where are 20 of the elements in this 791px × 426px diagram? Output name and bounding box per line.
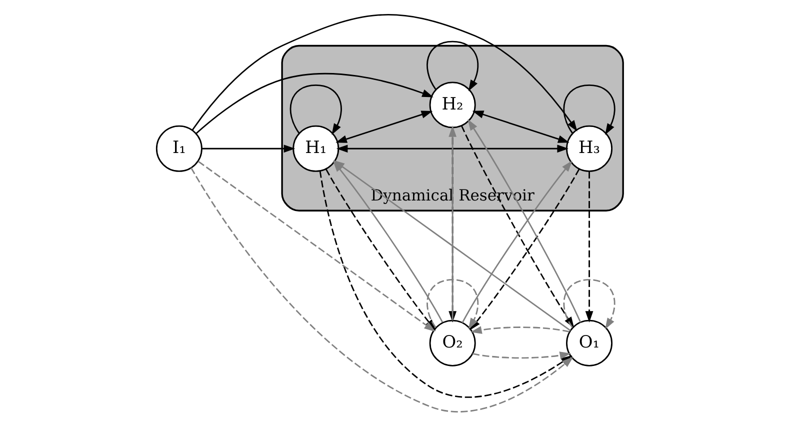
arrow bbox=[563, 84, 616, 135]
arrow bbox=[472, 352, 572, 360]
arrow bbox=[192, 14, 578, 132]
arrow bbox=[290, 84, 342, 135]
arrow bbox=[336, 110, 433, 143]
arrow bbox=[462, 160, 572, 324]
node-circle: H₂ bbox=[429, 82, 476, 128]
arrow bbox=[470, 326, 570, 334]
node-circle: H₃ bbox=[566, 125, 613, 172]
arrow bbox=[426, 40, 479, 92]
node-circle: H₁ bbox=[292, 125, 340, 172]
arrow bbox=[196, 73, 434, 134]
node-circle: O₂ bbox=[429, 320, 476, 366]
arrow bbox=[472, 110, 570, 143]
node-circle: O₁ bbox=[566, 320, 613, 366]
arrow bbox=[468, 119, 582, 323]
arrow bbox=[336, 144, 568, 153]
node-circle: I₁ bbox=[156, 125, 202, 172]
arrow bbox=[585, 171, 594, 322]
arrow bbox=[202, 144, 296, 153]
